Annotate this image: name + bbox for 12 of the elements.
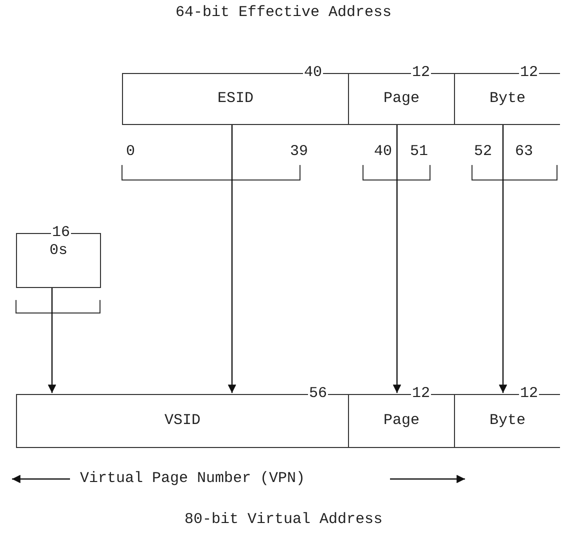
arrow — [392, 125, 402, 393]
field-label: Byte — [490, 412, 526, 429]
field-label: Byte — [490, 90, 526, 107]
field-label: Page — [384, 412, 420, 429]
dimension-label: Virtual Page Number (VPN) — [80, 470, 306, 488]
field-label: VSID — [164, 412, 200, 429]
arrow — [228, 125, 236, 393]
arrow — [48, 288, 56, 393]
field-label: 0s — [50, 242, 68, 259]
field-label: Page — [384, 90, 420, 107]
field-label: ESID — [218, 90, 254, 107]
arrow — [498, 125, 508, 393]
